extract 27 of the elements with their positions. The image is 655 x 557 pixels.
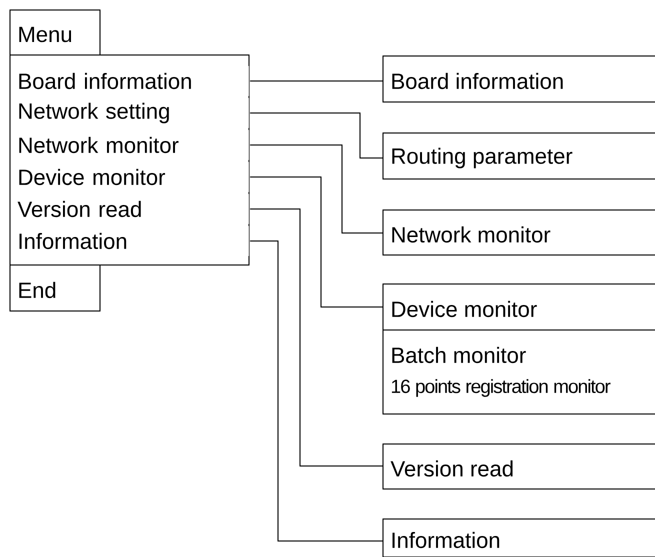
submenu-box: Routing parameter [382, 132, 655, 180]
menu-item: Board information [11, 66, 249, 96]
submenu-box: Device monitor Batch monitor 16 points registration monitor [382, 284, 655, 414]
submenu-box: Information [382, 518, 655, 557]
menu-item: Device monitor [11, 162, 249, 192]
node-label: Device monitor [19, 168, 166, 186]
menu-list-box [10, 54, 250, 266]
node-label: Version read [18, 200, 141, 218]
menu-item: Version read [11, 194, 249, 224]
menu-tab-box: End [10, 264, 100, 312]
node-label: Network setting [19, 102, 169, 124]
connector-line [250, 80, 383, 82]
submenu-box: Version read [382, 444, 655, 490]
connector-line [250, 208, 383, 466]
connector-line [250, 144, 383, 234]
menu-tab-box: Menu [10, 10, 100, 56]
submenu-box: Network monitor [382, 210, 655, 256]
menu-item: Network setting [11, 98, 249, 128]
menu-item: Information [11, 226, 249, 256]
node-label: Network monitor [19, 136, 178, 154]
node-label: Information [20, 232, 126, 250]
connector-line [250, 240, 383, 542]
connector-line [250, 176, 383, 308]
node-label: Board information [19, 72, 191, 90]
connector-line [250, 112, 383, 158]
submenu-box: Board information [382, 56, 655, 102]
menu-item: Network monitor [11, 130, 249, 160]
